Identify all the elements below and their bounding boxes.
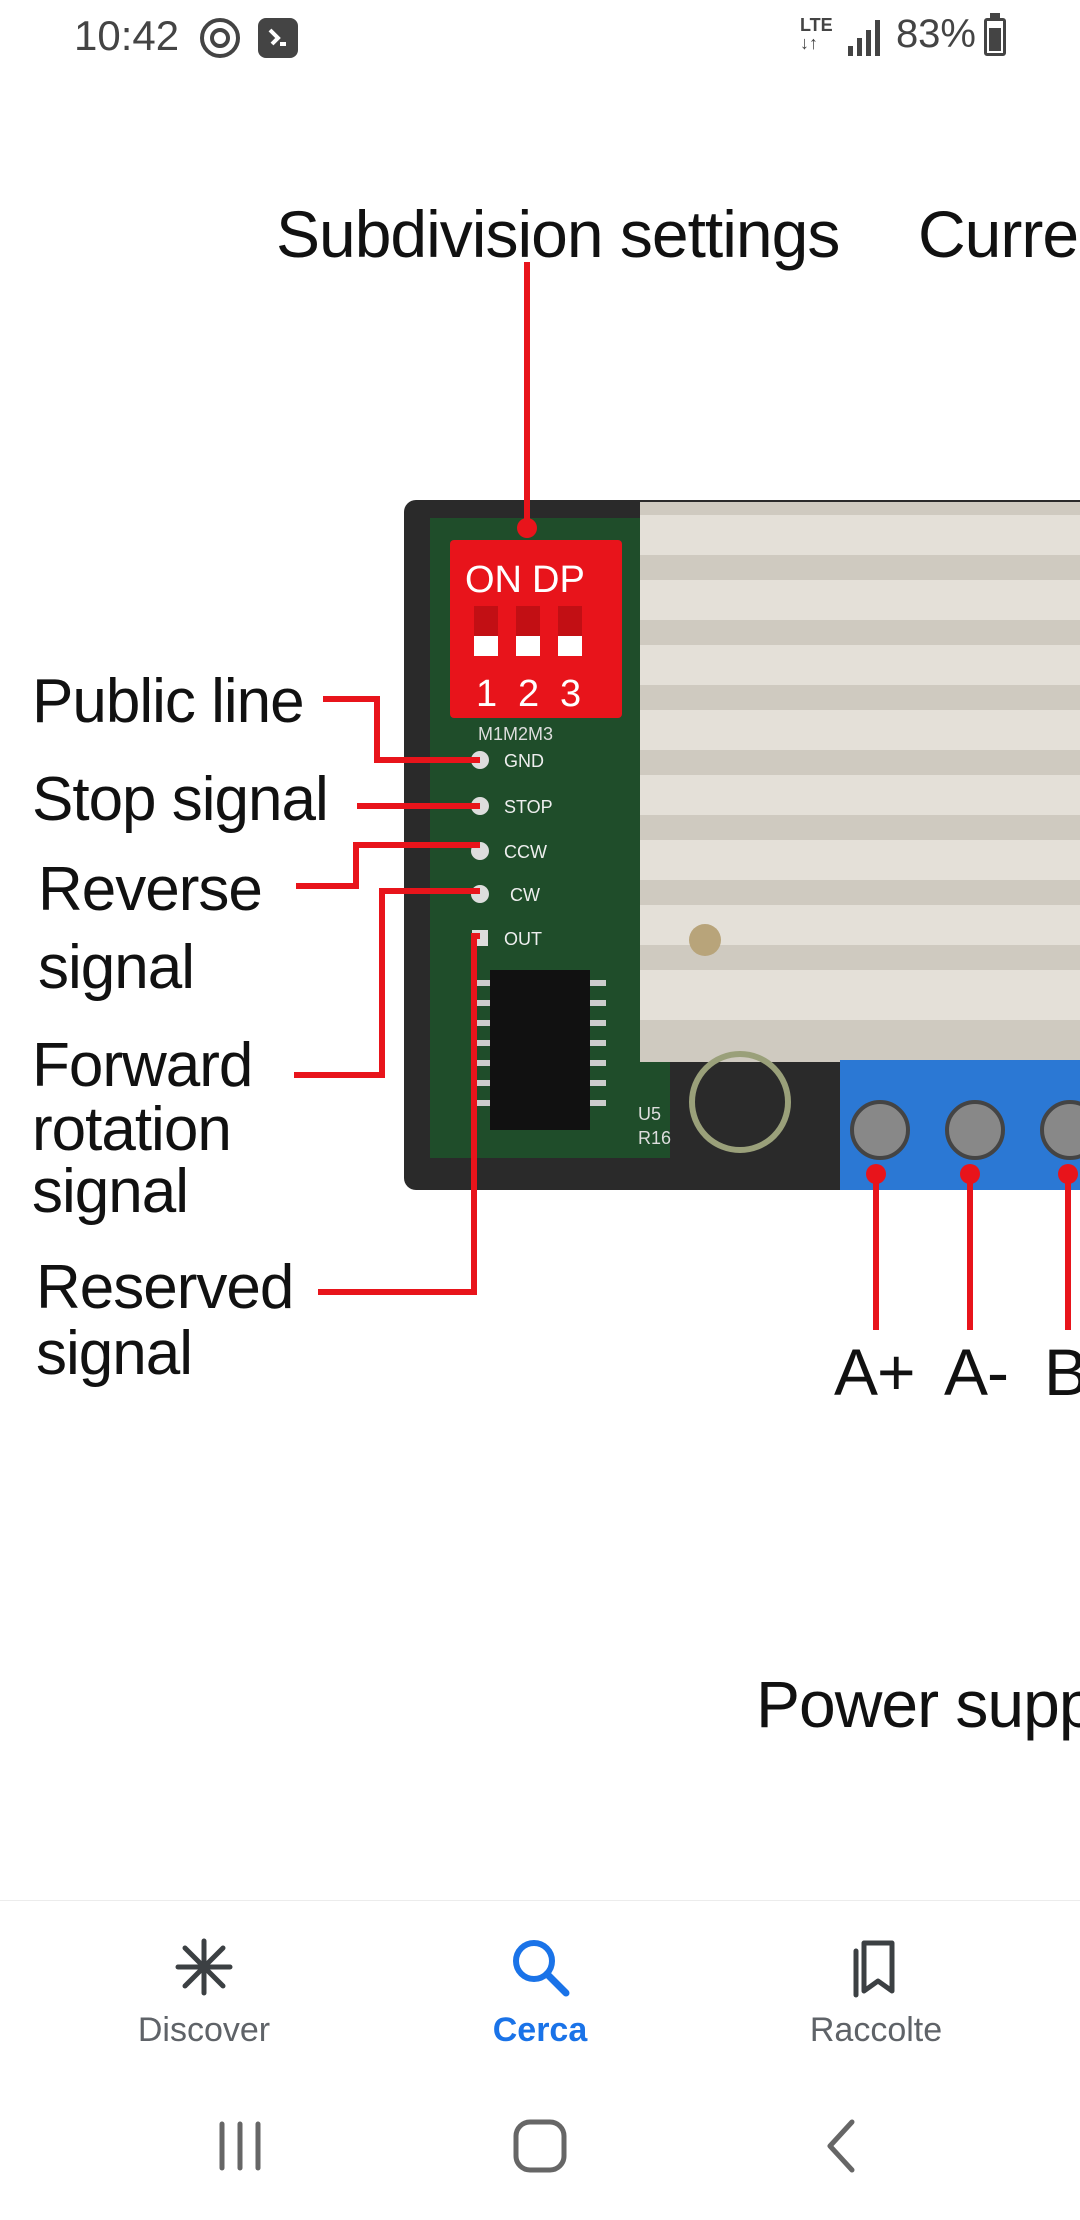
label-forward-2: rotation [32, 1095, 232, 1164]
pin-row: GND STOP CCW CW OUT [471, 751, 553, 949]
back-icon[interactable] [804, 2106, 884, 2186]
pin-label-cw: CW [510, 885, 540, 905]
search-icon [513, 1940, 570, 1997]
lte-icon: LTE↓↑ [800, 15, 833, 53]
recents-icon[interactable] [200, 2106, 280, 2186]
label-public-line: Public line [32, 667, 305, 736]
dip-m-label: M1M2M3 [478, 724, 553, 744]
label-reserved-2: signal [36, 1319, 193, 1388]
status-time: 10:42 [74, 12, 180, 59]
board-mark-u5: U5 [638, 1104, 661, 1124]
bottom-navigation: Discover Cerca Raccolte [0, 1900, 1080, 2071]
nav-discover[interactable]: Discover [84, 1901, 324, 2071]
dip-num-1: 1 [476, 673, 497, 715]
pin-label-out: OUT [504, 929, 542, 949]
dip-on-label: ON [465, 559, 522, 601]
pin-label-stop: STOP [504, 797, 553, 817]
home-icon[interactable] [500, 2106, 580, 2186]
battery-icon [984, 18, 1006, 56]
pin-label-ccw: CCW [504, 842, 547, 862]
product-diagram: ON DP 1 2 3 M1M2M3 GND STOP CCW CW OUT [294, 262, 1080, 1330]
nav-cerca[interactable]: Cerca [420, 1901, 660, 2071]
system-navigation-bar [0, 2070, 1080, 2220]
nav-cerca-label: Cerca [492, 2011, 588, 2049]
status-bar: 10:42 LTE↓↑ 83% [0, 0, 1080, 76]
label-current: Curren [918, 197, 1080, 271]
dip-num-3: 3 [560, 673, 581, 715]
label-b: B [1044, 1335, 1080, 1409]
board-logo [689, 1051, 791, 1153]
battery-percent: 83% [895, 12, 976, 56]
label-reverse-2: signal [38, 933, 195, 1002]
ic-chip [490, 970, 590, 1130]
label-a-minus: A- [944, 1335, 1009, 1409]
label-power-supply: Power supp [756, 1667, 1080, 1741]
nav-raccolte[interactable]: Raccolte [756, 1901, 996, 2071]
bookmarks-icon [853, 1940, 895, 1998]
at-sign-icon [200, 18, 240, 58]
app-notification-icon [258, 18, 298, 58]
asterisk-icon [175, 1938, 233, 1996]
nav-discover-label: Discover [137, 2011, 271, 2049]
heatsink [640, 502, 1080, 1062]
label-reverse-1: Reverse [38, 855, 263, 924]
label-a-plus: A+ [834, 1335, 916, 1409]
image-view[interactable]: ON DP 1 2 3 M1M2M3 GND STOP CCW CW OUT [0, 90, 1080, 1900]
nav-raccolte-label: Raccolte [809, 2011, 943, 2049]
label-stop-signal: Stop signal [32, 765, 329, 834]
board-mark-r16: R16 [638, 1128, 671, 1148]
dip-dp-label: DP [532, 559, 585, 601]
signal-icon [848, 20, 880, 56]
dip-num-2: 2 [518, 673, 539, 715]
battery-cap [990, 13, 1000, 19]
label-subdivision-settings: Subdivision settings [276, 197, 840, 271]
label-forward-3: signal [32, 1157, 189, 1226]
label-reserved-1: Reserved [36, 1253, 294, 1322]
pin-label-gnd: GND [504, 751, 544, 771]
label-forward-1: Forward [32, 1031, 253, 1100]
